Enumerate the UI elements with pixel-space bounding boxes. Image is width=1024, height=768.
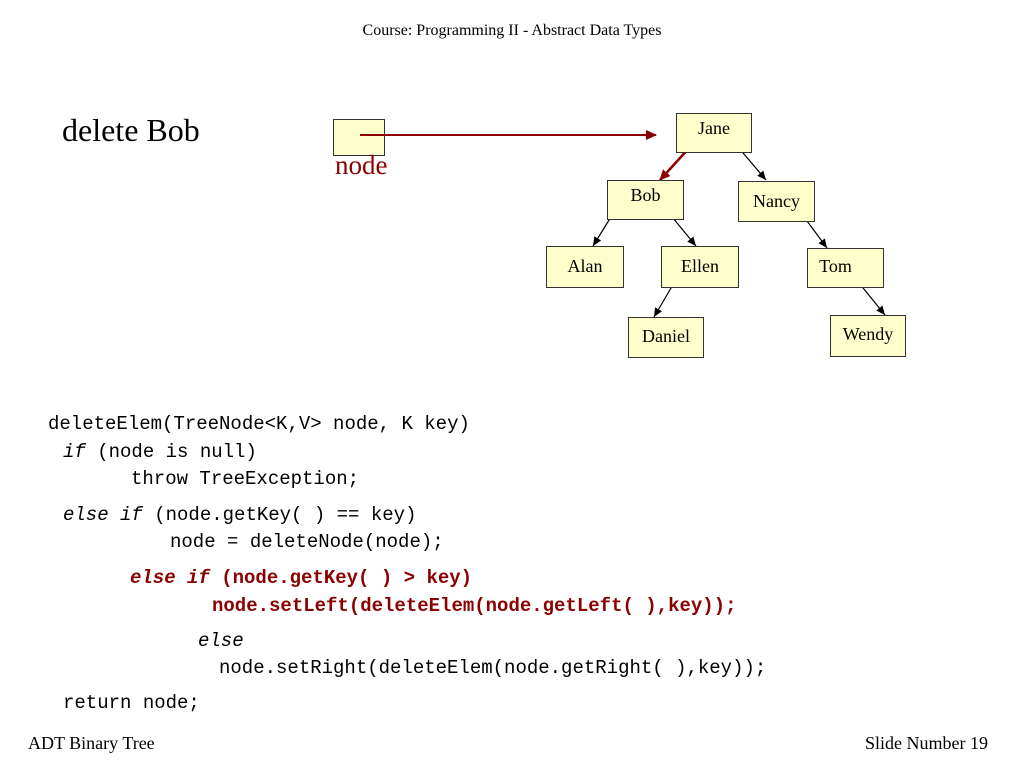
code-line-6-highlighted: else if (node.getKey( ) > key) — [130, 567, 472, 589]
code-line-10: return node; — [63, 692, 200, 714]
slide-title: delete Bob — [62, 112, 200, 148]
code-text: (node is null) — [85, 441, 257, 463]
tree-node-ellen: Ellen — [661, 246, 739, 288]
code-keyword: else if — [63, 504, 143, 526]
slide-number: Slide Number 19 — [865, 733, 988, 753]
tree-node-alan: Alan — [546, 246, 624, 288]
tree-node-bob-label: Bob — [630, 185, 661, 205]
tree-node-tom-label: Tom — [819, 256, 852, 276]
tree-node-daniel-label: Daniel — [642, 326, 690, 346]
footer-title: ADT Binary Tree — [28, 733, 155, 753]
code-keyword: if — [63, 441, 86, 463]
node-pointer-label: node — [335, 150, 388, 180]
tom-wendy-edge — [858, 282, 886, 316]
code-line-1: deleteElem(TreeNode<K,V> node, K key) — [48, 413, 470, 435]
code-line-8: else — [198, 630, 244, 652]
tree-node-jane-label: Jane — [698, 118, 730, 138]
tree-node-wendy: Wendy — [830, 315, 906, 357]
tree-node-alan-label: Alan — [567, 256, 603, 276]
code-line-7-highlighted: node.setLeft(deleteElem(node.getLeft( ),… — [212, 595, 737, 617]
ellen-daniel-edge — [653, 282, 675, 318]
tree-node-nancy-label: Nancy — [753, 191, 800, 211]
tree-node-bob: Bob — [607, 180, 684, 220]
code-text: (node.getKey( ) == key) — [142, 504, 417, 526]
tree-node-ellen-label: Ellen — [681, 256, 719, 276]
tree-node-nancy: Nancy — [738, 181, 815, 222]
code-line-3: throw TreeException; — [131, 468, 360, 490]
node-pointer-box — [333, 119, 385, 156]
tree-node-wendy-label: Wendy — [842, 324, 894, 344]
code-text: (node.getKey( ) > key) — [209, 567, 473, 589]
tree-node-jane: Jane — [676, 113, 752, 153]
course-header: Course: Programming II - Abstract Data T… — [362, 22, 662, 39]
code-line-9: node.setRight(deleteElem(node.getRight( … — [219, 657, 767, 679]
nancy-tom-edge — [806, 220, 828, 249]
code-line-2: if (node is null) — [63, 441, 257, 463]
code-line-4: else if (node.getKey( ) == key) — [63, 504, 416, 526]
tree-node-tom: Tom — [807, 248, 884, 288]
code-line-5: node = deleteNode(node); — [170, 531, 444, 553]
tree-node-daniel: Daniel — [628, 317, 704, 358]
code-keyword: else if — [130, 567, 210, 589]
